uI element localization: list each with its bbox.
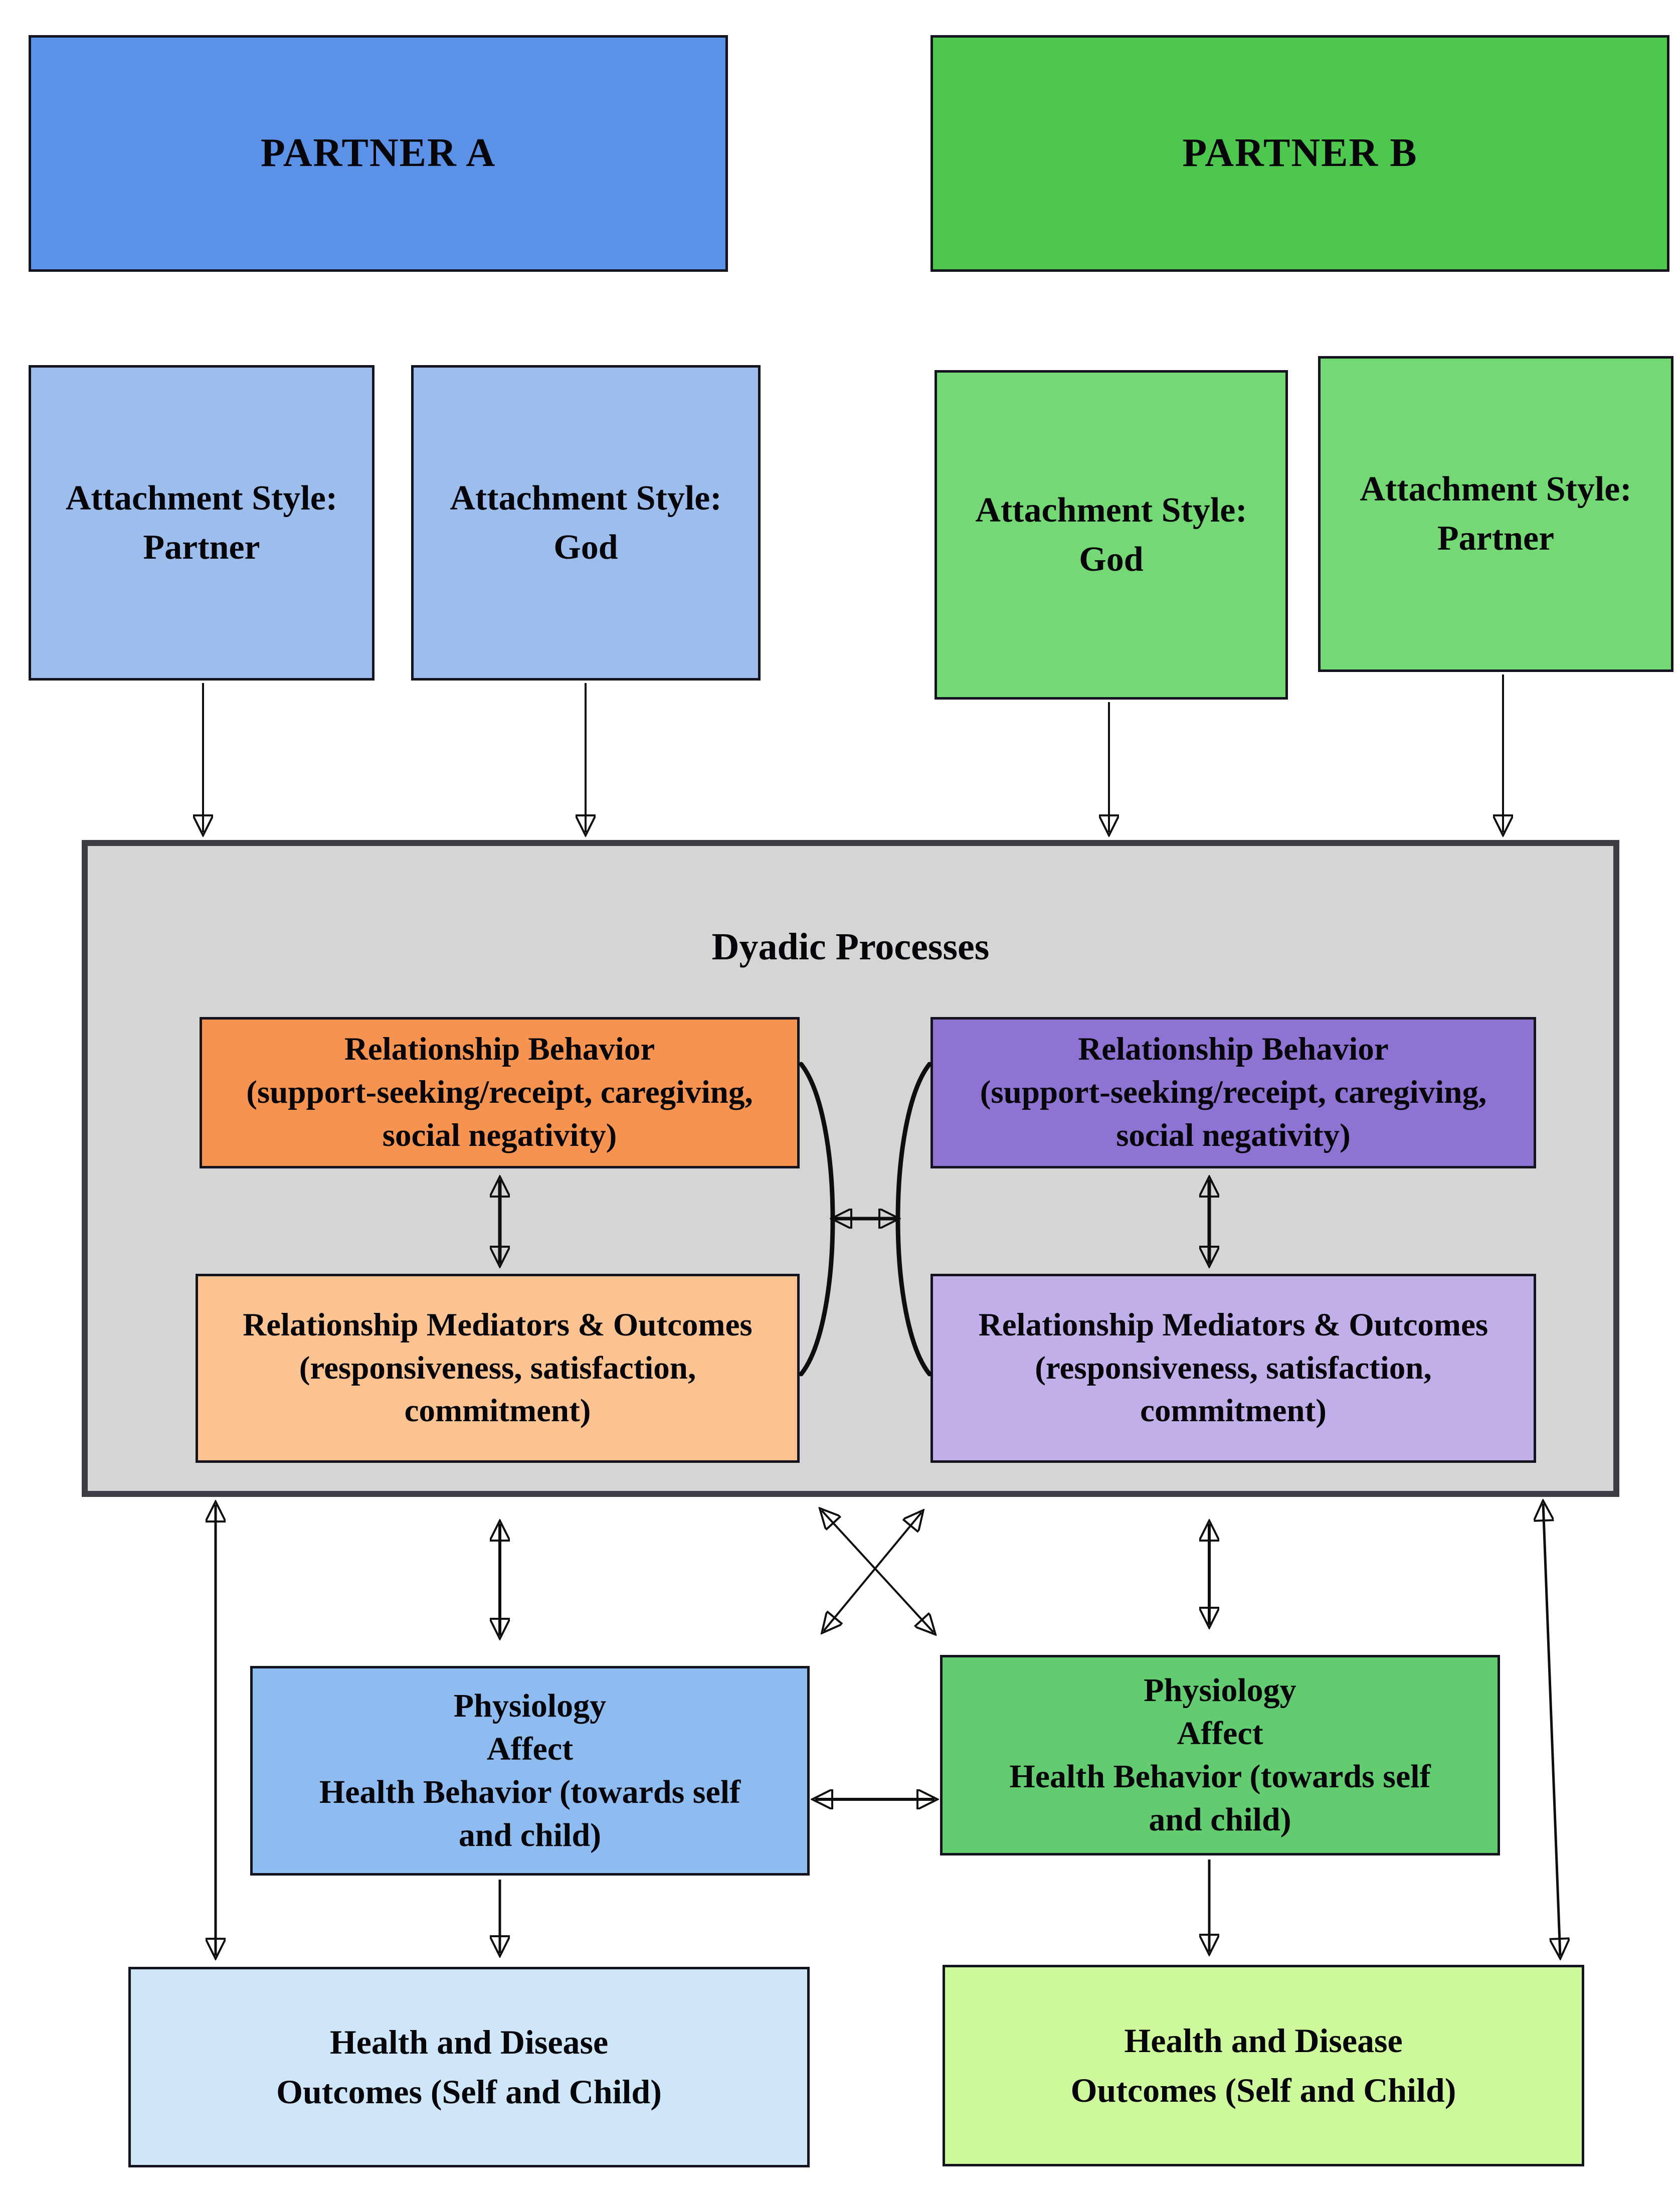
relationship-mediators-a-box: Relationship Mediators & Outcomes (respo…	[196, 1274, 800, 1463]
attachment-style-god-b-box: Attachment Style: God	[935, 370, 1288, 700]
dyadic-processes-title: Dyadic Processes	[711, 926, 990, 968]
arrow-cross-dyadic-a-to-physiology-b	[822, 1510, 934, 1632]
health-outcomes-b-label: Health and Disease Outcomes (Self and Ch…	[1070, 2021, 1456, 2109]
partner-a-box: PARTNER A	[29, 35, 728, 272]
arrow-dyadic-to-outcomes-b-long	[1543, 1503, 1560, 1956]
attachment-style-partner-a-box: Attachment Style: Partner	[29, 365, 375, 681]
relationship-mediators-b-label: Relationship Mediators & Outcomes (respo…	[978, 1306, 1488, 1429]
arrow-cross-dyadic-b-to-physiology-a	[824, 1512, 921, 1631]
physiology-b-label: Physiology Affect Health Behavior (towar…	[1009, 1672, 1431, 1838]
health-outcomes-b-box: Health and Disease Outcomes (Self and Ch…	[943, 1965, 1584, 2166]
attachment-style-god-b-label: Attachment Style: God	[975, 490, 1247, 579]
attachment-style-god-a-label: Attachment Style: God	[450, 478, 722, 567]
relationship-mediators-b-box: Relationship Mediators & Outcomes (respo…	[930, 1274, 1536, 1463]
health-outcomes-a-label: Health and Disease Outcomes (Self and Ch…	[276, 2023, 662, 2111]
relationship-behavior-b-label: Relationship Behavior (support-seeking/r…	[980, 1031, 1487, 1153]
relationship-mediators-a-label: Relationship Mediators & Outcomes (respo…	[243, 1306, 753, 1429]
physiology-b-box: Physiology Affect Health Behavior (towar…	[940, 1655, 1500, 1855]
partner-b-label: PARTNER B	[1182, 131, 1418, 176]
partner-a-label: PARTNER A	[260, 131, 496, 176]
partner-b-box: PARTNER B	[930, 35, 1669, 272]
health-outcomes-a-box: Health and Disease Outcomes (Self and Ch…	[128, 1967, 810, 2167]
attachment-style-partner-b-box: Attachment Style: Partner	[1318, 356, 1673, 672]
attachment-style-partner-a-label: Attachment Style: Partner	[65, 478, 338, 567]
relationship-behavior-a-label: Relationship Behavior (support-seeking/r…	[246, 1031, 753, 1153]
physiology-a-label: Physiology Affect Health Behavior (towar…	[319, 1687, 741, 1853]
relationship-behavior-a-box: Relationship Behavior (support-seeking/r…	[200, 1017, 800, 1168]
attachment-style-partner-b-label: Attachment Style: Partner	[1360, 470, 1632, 558]
physiology-a-box: Physiology Affect Health Behavior (towar…	[250, 1666, 810, 1876]
relationship-behavior-b-box: Relationship Behavior (support-seeking/r…	[930, 1017, 1536, 1168]
attachment-style-god-a-box: Attachment Style: God	[411, 365, 761, 681]
